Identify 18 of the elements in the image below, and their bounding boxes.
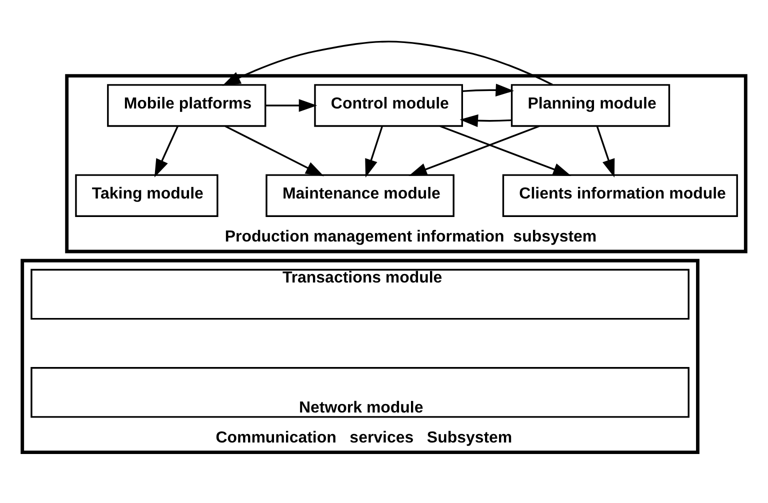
- arrow: [596, 126, 615, 178]
- arrow: [224, 125, 324, 176]
- node-box: Planning module: [510, 84, 670, 127]
- node-box: Control module: [314, 84, 463, 127]
- node-box: Mobile platforms: [107, 84, 266, 127]
- node-box: Network module: [30, 367, 690, 418]
- node-box: Taking module: [75, 174, 218, 217]
- arrow: [460, 114, 512, 128]
- arrow: [266, 99, 318, 112]
- arrow: [462, 84, 514, 97]
- arrow: [440, 125, 572, 176]
- arrow: [154, 126, 179, 178]
- node-box: Transactions module: [30, 268, 690, 320]
- node-box: Maintenance module: [266, 174, 454, 217]
- arrow: [365, 126, 384, 178]
- arrow: [222, 40, 553, 86]
- arrow: [408, 125, 540, 176]
- node-box: Clients information module: [502, 174, 738, 217]
